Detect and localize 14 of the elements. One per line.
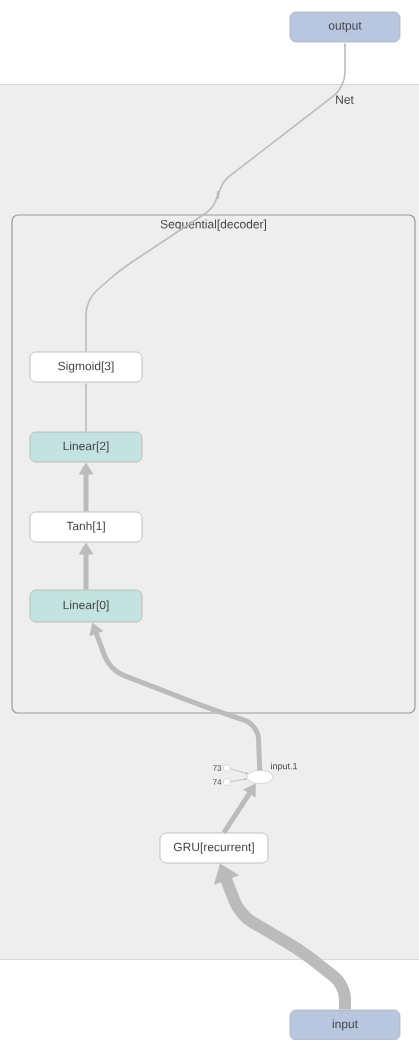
node-label: input.1 <box>271 762 298 772</box>
node-label: 74 <box>213 779 222 785</box>
arrow <box>230 778 247 782</box>
arrow <box>85 43 347 353</box>
io-box: input <box>289 1009 401 1040</box>
arrow <box>84 383 88 433</box>
op-box: Linear[0] <box>29 589 143 623</box>
op-box: Tanh[1] <box>29 511 143 543</box>
arrow <box>230 768 248 775</box>
op-box: Linear[2] <box>29 431 143 463</box>
op-box: Sigmoid[3] <box>29 351 143 383</box>
node-label: 73 <box>213 765 222 771</box>
io-box: output <box>289 11 401 43</box>
op-box: GRU[recurrent] <box>159 832 269 864</box>
